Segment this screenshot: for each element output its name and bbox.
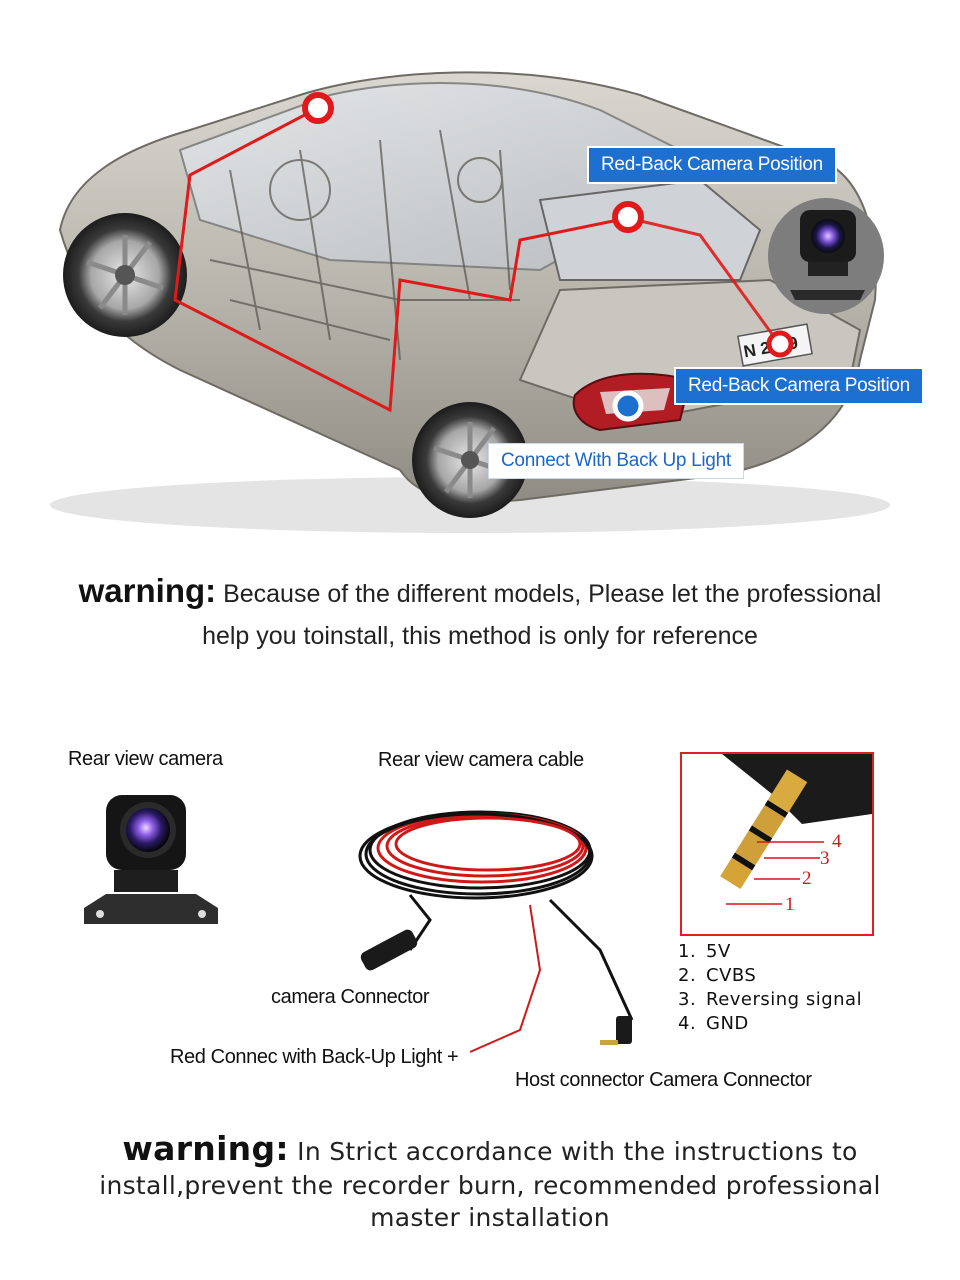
rear-view-camera-image <box>84 795 218 924</box>
jack-pin-4-label: 4 <box>832 831 842 852</box>
list-item: 1.5V <box>678 941 731 962</box>
red-back-camera-position-callout-top: Red-Back Camera Position <box>589 148 835 182</box>
jack-pin-2-label: 2 <box>802 868 812 889</box>
warning-line-2: help you toinstall, this method is only … <box>202 622 758 651</box>
bottom-warning-text: warning: In Strict accordance with the i… <box>60 1128 920 1234</box>
warning-line-1: Because of the different models, Please … <box>223 580 882 608</box>
red-connect-back-up-light-label: Red Connec with Back-Up Light + <box>170 1046 459 1068</box>
rear-window-camera-marker <box>612 201 644 233</box>
connect-back-up-light-callout: Connect With Back Up Light <box>488 443 744 479</box>
av-jack-pin-diagram: 4 3 2 1 <box>680 752 874 936</box>
rear-view-camera-cable-image <box>358 810 634 1053</box>
car-cutaway-illustration: N 2529 <box>50 71 890 533</box>
warning-line-2: install,prevent the recorder burn, recom… <box>99 1171 881 1201</box>
warning-heading: warning: <box>122 1129 289 1168</box>
top-warning-text: warning: Because of the different models… <box>40 570 920 652</box>
warning-heading: warning: <box>78 572 217 609</box>
list-item: 4.GND <box>678 1013 749 1034</box>
host-connector-plug <box>616 1016 632 1044</box>
camera-connector-plug <box>360 929 418 971</box>
jack-pin-1-label: 1 <box>785 894 795 915</box>
jack-pin-3-label: 3 <box>820 848 830 869</box>
red-back-camera-position-callout-side: Red-Back Camera Position <box>676 369 922 403</box>
rear-view-camera-label: Rear view camera <box>68 748 223 770</box>
warning-line-3: master installation <box>370 1203 610 1233</box>
rear-wheel <box>412 402 528 518</box>
pinout-list: 1.5V 2.CVBS 3.Reversing signal 4.GND <box>678 940 862 1036</box>
list-item: 3.Reversing signal <box>678 989 863 1010</box>
back-up-light-marker <box>612 390 644 422</box>
wiring-route <box>173 106 629 413</box>
list-item: 2.CVBS <box>678 965 757 986</box>
rear-view-camera-cable-label: Rear view camera cable <box>378 749 584 771</box>
camera-thumbnail <box>768 198 884 314</box>
host-connector-label: Host connector Camera Connector <box>515 1069 812 1091</box>
top-camera-marker <box>302 92 334 124</box>
plate-camera-marker <box>766 330 794 358</box>
front-wheel <box>63 213 187 337</box>
warning-line-1: In Strict accordance with the instructio… <box>297 1137 858 1166</box>
camera-connector-label: camera Connector <box>271 986 430 1008</box>
